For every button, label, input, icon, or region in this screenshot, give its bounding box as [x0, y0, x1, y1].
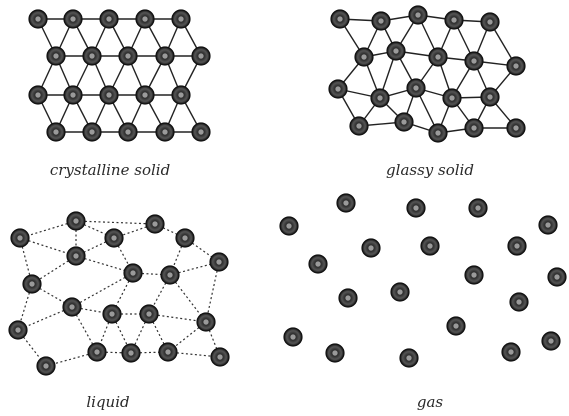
liquid-atoms	[9, 212, 229, 375]
gas-atom-core	[514, 243, 519, 248]
crystalline-atom-core	[198, 129, 203, 134]
gas-atom-core	[427, 243, 432, 248]
glassy-atom-core	[415, 12, 420, 17]
crystalline-atom-core	[106, 16, 111, 21]
gas-atom-core	[475, 205, 480, 210]
glassy-atom-core	[356, 123, 361, 128]
liquid-atom-core	[216, 259, 221, 264]
liquid-atom-core	[109, 311, 114, 316]
glassy-atom-core	[335, 86, 340, 91]
liquid-atom-core	[111, 235, 116, 240]
glassy-atom-core	[337, 16, 342, 21]
glassy-atom-core	[451, 17, 456, 22]
liquid-atom-core	[15, 327, 20, 332]
glassy-atom-core	[513, 125, 518, 130]
crystalline-atom-core	[53, 129, 58, 134]
gas-atom-core	[368, 245, 373, 250]
caption-crystalline-solid: crystalline solid	[50, 161, 170, 179]
gas-atom-core	[554, 274, 559, 279]
crystalline-atom-core	[106, 92, 111, 97]
glassy-atom-core	[377, 95, 382, 100]
crystalline-atom-core	[142, 92, 147, 97]
crystalline-atom-core	[35, 92, 40, 97]
glassy-atom-core	[413, 85, 418, 90]
liquid-atom-core	[69, 304, 74, 309]
glassy-atom-core	[401, 119, 406, 124]
liquid-atom-core	[217, 354, 222, 359]
panel-liquid: liquid	[9, 212, 229, 411]
crystalline-atom-core	[35, 16, 40, 21]
liquid-atom-core	[17, 235, 22, 240]
liquid-atom-core	[152, 221, 157, 226]
gas-atom-core	[286, 223, 291, 228]
liquid-atom-core	[130, 270, 135, 275]
glassy-atom-core	[471, 58, 476, 63]
gas-atom-core	[345, 295, 350, 300]
crystalline-atom-core	[89, 129, 94, 134]
glassy-atom-core	[393, 48, 398, 53]
gas-atom-core	[471, 272, 476, 277]
liquid-atom-core	[94, 349, 99, 354]
crystalline-atom-core	[162, 53, 167, 58]
liquid-atom-core	[182, 235, 187, 240]
liquid-atom-core	[165, 349, 170, 354]
crystalline-atoms	[29, 10, 210, 141]
glassy-atom-core	[435, 54, 440, 59]
panel-glassy-solid: glassy solid	[329, 6, 525, 179]
gas-atoms	[280, 194, 566, 367]
crystalline-atom-core	[70, 16, 75, 21]
caption-gas: gas	[417, 393, 444, 411]
glassy-atom-core	[487, 94, 492, 99]
crystalline-atom-core	[89, 53, 94, 58]
gas-atom-core	[548, 338, 553, 343]
gas-atom-core	[413, 205, 418, 210]
glassy-atom-core	[435, 130, 440, 135]
liquid-atom-core	[167, 272, 172, 277]
glassy-atom-core	[471, 125, 476, 130]
panel-gas: gas	[280, 194, 566, 411]
gas-atom-core	[406, 355, 411, 360]
crystalline-atom-core	[162, 129, 167, 134]
gas-atom-core	[516, 299, 521, 304]
liquid-bond	[76, 221, 155, 224]
crystalline-atom-core	[142, 16, 147, 21]
crystalline-atom-core	[178, 16, 183, 21]
gas-atom-core	[508, 349, 513, 354]
liquid-atom-core	[128, 350, 133, 355]
glassy-atom-core	[487, 19, 492, 24]
liquid-atom-core	[73, 253, 78, 258]
panel-crystalline-solid: crystalline solid	[29, 10, 210, 179]
crystalline-atom-core	[70, 92, 75, 97]
gas-atom-core	[332, 350, 337, 355]
crystalline-atom-core	[53, 53, 58, 58]
glassy-atom-core	[449, 95, 454, 100]
glassy-atoms	[329, 6, 525, 142]
liquid-atom-core	[43, 363, 48, 368]
glassy-atom-core	[513, 63, 518, 68]
crystalline-atom-core	[198, 53, 203, 58]
liquid-atom-core	[73, 218, 78, 223]
crystalline-bonds	[38, 19, 201, 132]
liquid-atom-core	[29, 281, 34, 286]
gas-atom-core	[315, 261, 320, 266]
crystalline-atom-core	[125, 53, 130, 58]
caption-glassy-solid: glassy solid	[386, 161, 474, 179]
caption-liquid: liquid	[86, 393, 129, 411]
glassy-atom-core	[361, 54, 366, 59]
glassy-atom-core	[378, 18, 383, 23]
liquid-atom-core	[146, 311, 151, 316]
crystalline-atom-core	[125, 129, 130, 134]
gas-atom-core	[397, 289, 402, 294]
gas-atom-core	[453, 323, 458, 328]
liquid-atom-core	[203, 319, 208, 324]
gas-atom-core	[545, 222, 550, 227]
crystalline-atom-core	[178, 92, 183, 97]
gas-atom-core	[343, 200, 348, 205]
glassy-bonds	[338, 15, 516, 133]
gas-atom-core	[290, 334, 295, 339]
